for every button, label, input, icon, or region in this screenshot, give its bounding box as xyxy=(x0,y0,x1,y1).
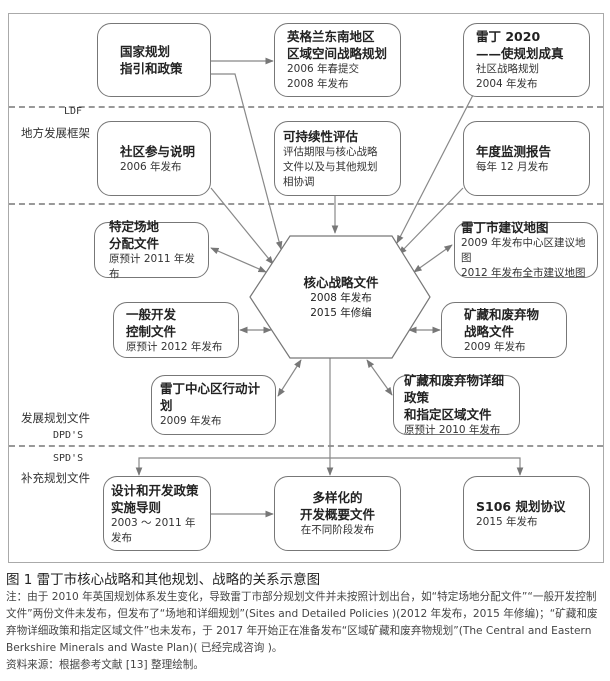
dpd-code: DPD'S xyxy=(53,430,84,441)
box-title: S106 规划协议 xyxy=(476,498,566,514)
box-title: ——使规划成真 xyxy=(476,46,564,61)
caption-title: 图 1 雷丁市核心战略和其他规划、战略的关系示意图 xyxy=(6,572,321,588)
arrow-core-designguide xyxy=(135,457,330,476)
box-s106-agreements: S106 规划协议 2015 年发布 xyxy=(463,476,590,551)
core-strategy-hexagon xyxy=(249,235,431,359)
box-sub: 2015 年修编 xyxy=(310,307,372,319)
box-title: 年度监测报告 xyxy=(476,143,552,159)
spd-code: SPD'S xyxy=(53,453,84,464)
core-strategy-label: 核心战略文件 2008 年发布 2015 年修编 xyxy=(290,274,392,321)
arrow-centreaction-core xyxy=(277,359,302,397)
box-title: 雷丁中心区行动计划 xyxy=(160,381,261,413)
spd-label: 补充规划文件 xyxy=(21,471,90,485)
box-community-involvement: 社区参与说明 2006 年发布 xyxy=(97,121,211,196)
box-sub: 2008 年发布 xyxy=(287,78,349,90)
arrow-monitoring-core xyxy=(398,187,464,255)
box-sub: 2003 ～ 2011 年发布 xyxy=(111,516,196,544)
box-sub: 相协调 xyxy=(283,175,315,188)
box-annual-monitoring: 年度监测报告 每年 12 月发布 xyxy=(463,121,590,196)
box-title: 矿藏和废弃物详细政策 xyxy=(404,373,505,405)
arrow-core-s106 xyxy=(330,457,524,476)
divider-spd xyxy=(9,445,603,447)
arrow-siteallocation-core xyxy=(210,247,267,273)
box-development-briefs: 多样化的 开发概要文件 在不同阶段发布 xyxy=(274,476,401,551)
arrow-proposalsmap-core xyxy=(413,244,453,273)
arrow-reading2020-core xyxy=(396,94,474,244)
arrow-national-core xyxy=(211,73,283,250)
diagram-frame xyxy=(8,13,604,563)
box-title: 雷丁 2020 xyxy=(476,29,541,44)
box-title: 分配文件 xyxy=(109,236,160,251)
box-title: 英格兰东南地区 xyxy=(287,29,375,44)
box-sub: 2008 年发布 xyxy=(310,292,372,304)
box-title: 一般开发 xyxy=(126,306,177,322)
box-sub: 2004 年发布 xyxy=(476,78,538,90)
box-sub: 2015 年发布 xyxy=(476,515,538,528)
box-title: 可持续性评估 xyxy=(283,128,359,144)
box-sub: 在不同阶段发布 xyxy=(300,524,375,536)
box-sub: 原预计 2012 年发布 xyxy=(126,340,223,353)
box-sub: 2006 年春提交 xyxy=(287,63,360,75)
dpd-label: 发展规划文件 xyxy=(21,411,90,425)
box-sub: 2009 年发布 xyxy=(160,415,222,427)
box-sub: 2009 年发布 xyxy=(464,340,526,353)
divider-ldf xyxy=(9,106,603,108)
ldf-label: 地方发展框架 xyxy=(21,126,90,140)
box-title: 核心战略文件 xyxy=(303,275,379,290)
box-title: 指引和政策 xyxy=(120,61,183,76)
box-title: 控制文件 xyxy=(126,323,177,339)
box-sub: 2012 年发布全市建议地图 xyxy=(461,267,586,279)
divider-dpd xyxy=(9,203,603,205)
box-title: 和指定区域文件 xyxy=(404,407,492,422)
box-sub: 每年 12 月发布 xyxy=(476,160,549,173)
box-title: 战略文件 xyxy=(464,323,515,339)
box-title: 雷丁市建议地图 xyxy=(461,220,549,235)
box-centre-action-plan: 雷丁中心区行动计划 2009 年发布 xyxy=(151,375,276,435)
box-site-allocation: 特定场地 分配文件 原预计 2011 年发布 xyxy=(94,219,209,280)
ldf-code: LDF xyxy=(64,106,83,117)
arrow-mineralsdetail-core xyxy=(366,359,393,396)
box-minerals-detailed-policies: 矿藏和废弃物详细政策 和指定区域文件 原预计 2010 年发布 xyxy=(393,373,520,436)
box-title: 特定场地 xyxy=(109,219,160,234)
box-title: 开发概要文件 xyxy=(299,507,375,522)
caption-note: 注：由于 2010 年英国规划体系发生变化，导致雷丁市部分规划文件并未按照计划出… xyxy=(6,591,598,654)
box-title: 多样化的 xyxy=(312,490,363,505)
box-sub: 社区战略规划 xyxy=(476,63,539,75)
box-sub: 原预计 2010 年发布 xyxy=(404,424,501,436)
box-title: 国家规划 xyxy=(120,44,171,59)
box-minerals-strategy: 矿藏和废弃物 战略文件 2009 年发布 xyxy=(441,302,567,358)
box-title: 区域空间战略规划 xyxy=(287,46,388,61)
figure-caption: 图 1 雷丁市核心战略和其他规划、战略的关系示意图 注：由于 2010 年英国规… xyxy=(6,572,606,674)
box-design-guidance: 设计和开发政策 实施导则 2003 ～ 2011 年发布 xyxy=(103,476,211,551)
box-sub: 评估期限与核心战略 xyxy=(283,145,378,158)
box-title: 实施导则 xyxy=(111,499,162,515)
box-sustainability-appraisal: 可持续性评估 评估期限与核心战略 文件以及与其他规划 相协调 xyxy=(274,121,401,196)
box-title: 设计和开发政策 xyxy=(111,482,199,498)
caption-source: 资料来源：根据参考文献 [13] 整理绘制。 xyxy=(6,659,204,671)
box-sub: 文件以及与其他规划 xyxy=(283,160,378,173)
box-title: 矿藏和废弃物 xyxy=(464,306,540,322)
box-sub: 2009 年发布中心区建议地图 xyxy=(461,237,586,264)
box-national-guidance: 国家规划 指引和政策 xyxy=(97,23,211,97)
box-general-development-control: 一般开发 控制文件 原预计 2012 年发布 xyxy=(113,302,239,358)
box-title: 社区参与说明 xyxy=(120,143,196,159)
box-regional-strategy: 英格兰东南地区 区域空间战略规划 2006 年春提交 2008 年发布 xyxy=(274,23,401,97)
box-sub: 原预计 2011 年发布 xyxy=(109,253,195,280)
box-reading-2020: 雷丁 2020 ——使规划成真 社区战略规划 2004 年发布 xyxy=(463,23,590,97)
box-sub: 2006 年发布 xyxy=(120,160,182,173)
box-proposals-map: 雷丁市建议地图 2009 年发布中心区建议地图 2012 年发布全市建议地图 xyxy=(454,220,598,279)
